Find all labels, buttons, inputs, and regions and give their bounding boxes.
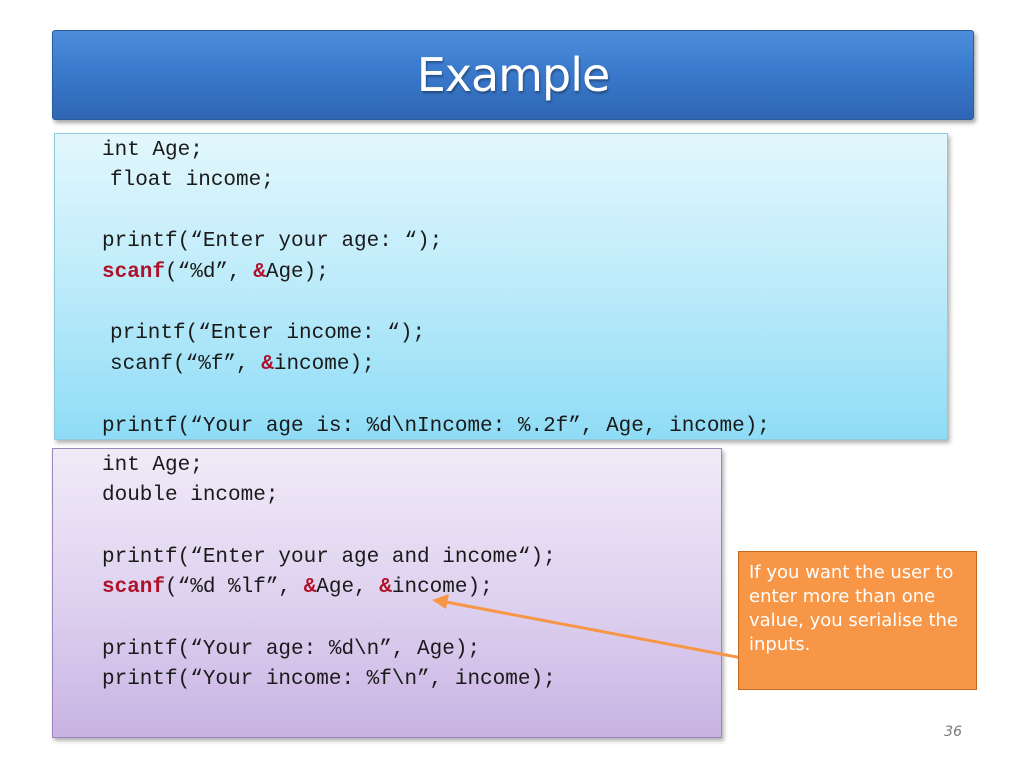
keyword-ampersand: &	[253, 261, 266, 284]
code-line: printf(“Your income: %f\n”, income);	[102, 665, 556, 695]
code-line: printf(“Enter income: “);	[110, 319, 425, 349]
code-text: scanf(“%f”,	[110, 353, 262, 376]
keyword-ampersand: &	[261, 353, 274, 376]
keyword-ampersand: &	[379, 576, 392, 599]
code-text: printf(“Enter your age: “);	[102, 230, 443, 253]
code-text: Age);	[265, 261, 329, 284]
arrow-line	[445, 600, 743, 660]
code-text: printf(“Your income: %f\n”, income);	[102, 668, 556, 691]
keyword-scanf: scanf	[102, 261, 166, 284]
arrow-head	[432, 594, 449, 609]
code-text: printf(“Your age: %d\n”, Age);	[102, 638, 481, 661]
keyword-ampersand: &	[303, 576, 317, 599]
callout-note: If you want the user to enter more than …	[738, 551, 977, 690]
code-line: printf(“Enter your age: “);	[102, 227, 442, 257]
code-text: printf(“Enter your age and income“);	[102, 546, 556, 569]
code-text: income);	[273, 353, 375, 376]
code-line: scanf(“%d”, &Age);	[102, 258, 329, 288]
code-line: scanf(“%d %lf”, &Age, &income);	[102, 573, 493, 603]
code-line: printf(“Enter your age and income“);	[102, 543, 556, 573]
code-line: printf(“Your age is: %d\nIncome: %.2f”, …	[102, 412, 770, 442]
code-line: double income;	[102, 481, 278, 511]
code-text: printf(“Your age is: %d\nIncome: %.2f”, …	[102, 415, 770, 438]
code-text: income);	[391, 576, 493, 599]
code-line: float income;	[110, 166, 274, 196]
code-text: (“%d %lf”,	[165, 576, 304, 599]
code-line: printf(“Your age: %d\n”, Age);	[102, 635, 480, 665]
code-text: (“%d”,	[165, 261, 254, 284]
code-line: int Age;	[102, 136, 203, 166]
code-text: int Age;	[102, 454, 203, 477]
code-block-float: int Age; float income; printf(“Enter you…	[54, 133, 948, 440]
code-line: int Age;	[102, 451, 203, 481]
code-text: double income;	[102, 484, 279, 507]
code-text: printf(“Enter income: “);	[110, 322, 426, 345]
code-text: int Age;	[102, 139, 203, 162]
keyword-scanf: scanf	[102, 576, 166, 599]
slide-title: Example	[416, 48, 611, 102]
title-bar: Example	[52, 30, 974, 120]
slide-number: 36	[944, 724, 962, 740]
code-line: scanf(“%f”, &income);	[110, 350, 375, 380]
callout-text: If you want the user to enter more than …	[749, 562, 959, 655]
code-block-double: int Age; double income; printf(“Enter yo…	[52, 448, 722, 738]
code-text: float income;	[110, 169, 274, 192]
code-text: Age,	[316, 576, 380, 599]
